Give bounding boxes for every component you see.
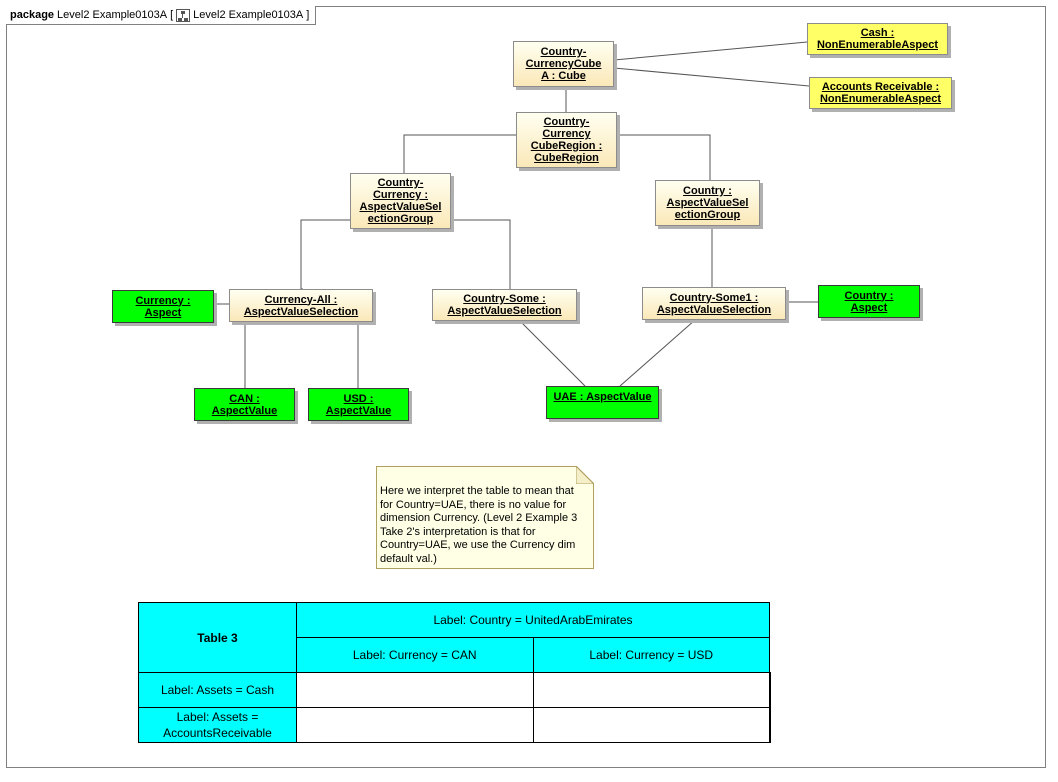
node-label: CurrencyCube: [525, 58, 602, 70]
node-label: Accounts Receivable :: [821, 81, 940, 93]
node-label: NonEnumerableAspect: [819, 93, 942, 105]
node-label: AspectValue: [325, 404, 392, 417]
node-label: NonEnumerableAspect: [816, 39, 939, 51]
node-label: CubeRegion: [534, 152, 599, 164]
node-label: AspectValueSelection: [656, 303, 772, 316]
table-cell: [769, 672, 771, 708]
node-label: Aspect: [144, 306, 182, 319]
table-3: Table 3 Label: Country = UnitedArabEmira…: [138, 602, 771, 743]
node-label: Currency :: [135, 294, 191, 307]
link-csome1-uae: [619, 319, 696, 387]
node-label: ectionGroup: [367, 213, 434, 225]
note-corner-fold: [576, 466, 594, 484]
link-cube-ar: [613, 67, 810, 87]
bracket-close: ]: [306, 9, 310, 21]
node-country-some1-selection[interactable]: Country-Some1 :AspectValueSelection: [642, 287, 786, 320]
link-csome-uae: [519, 320, 586, 387]
node-label: AspectValueSel: [666, 197, 749, 209]
link-ccgroup-csome: [451, 219, 511, 289]
node-label: Country-: [377, 177, 424, 189]
node-label: Currency-All :: [264, 293, 338, 306]
link-cube-cash: [613, 41, 808, 61]
node-label: CubeRegion :: [530, 140, 603, 152]
package-keyword: package: [10, 9, 55, 21]
node-label: Cash :: [860, 27, 895, 39]
node-currency-all-selection[interactable]: Currency-All :AspectValueSelection: [229, 289, 373, 322]
bracket-open: [: [170, 9, 174, 21]
link-ccgroup-curall: [300, 219, 351, 290]
header-currency-can: Label: Currency = CAN: [296, 637, 534, 673]
table-cell: [532, 707, 770, 743]
node-label: Country :: [683, 185, 732, 197]
node-country-aspect[interactable]: Country :Aspect: [818, 285, 920, 318]
node-label: AspectValueSelection: [243, 305, 359, 318]
node-label: UAE : AspectValue: [553, 391, 652, 403]
node-label: Currency: [542, 128, 591, 140]
diagram-name: Level2 Example0103A: [193, 9, 304, 21]
table-cell: [296, 707, 534, 743]
header-country: Label: Country = UnitedArabEmirates: [296, 602, 770, 638]
node-label: AspectValueSel: [359, 201, 442, 213]
node-label: ectionGroup: [674, 209, 741, 221]
node-label: Currency :: [372, 189, 429, 201]
node-label: Aspect: [850, 301, 888, 314]
node-cash-aspect[interactable]: Cash :NonEnumerableAspect: [807, 23, 948, 55]
node-label: Country-: [540, 46, 587, 58]
table-cell: [296, 672, 534, 708]
node-can-aspect-value[interactable]: CAN :AspectValue: [194, 388, 295, 421]
diagram-frame: [6, 6, 1046, 768]
node-country-some-selection[interactable]: Country-Some :AspectValueSelection: [432, 289, 577, 321]
frame-header: package Level2 Example0103A [ Level2 Exa…: [6, 6, 317, 25]
class-diagram-icon: [176, 8, 191, 22]
table-title: Table 3: [138, 602, 297, 673]
node-label: USD :: [343, 392, 374, 405]
node-label: Country-Some :: [463, 293, 546, 305]
node-usd-aspect-value[interactable]: USD :AspectValue: [308, 388, 409, 421]
table-cell: [769, 707, 771, 743]
node-label: AspectValueSelection: [447, 305, 562, 317]
package-name: Level2 Example0103A: [57, 9, 168, 21]
table-cell: [532, 672, 770, 708]
node-uae-aspect-value[interactable]: UAE : AspectValue: [546, 386, 659, 419]
node-label: AspectValue: [211, 404, 278, 417]
link-region-ccgroup: [403, 134, 516, 174]
link-region-cgroup: [617, 134, 711, 181]
comment-note[interactable]: Here we interpret the table to mean that…: [376, 466, 594, 569]
node-accounts-receivable-aspect[interactable]: Accounts Receivable :NonEnumerableAspect: [809, 77, 952, 109]
node-label: Country-Some1 :: [669, 291, 759, 304]
node-label: CAN :: [229, 392, 260, 405]
row-header-cash: Label: Assets = Cash: [138, 672, 297, 708]
node-label: Country-: [543, 116, 590, 128]
node-label: Country :: [844, 289, 894, 302]
row-header-accounts-receivable: Label: Assets = AccountsReceivable: [138, 707, 297, 743]
node-label: A : Cube: [541, 70, 586, 82]
header-currency-usd: Label: Currency = USD: [532, 637, 770, 673]
node-currency-aspect[interactable]: Currency :Aspect: [112, 290, 214, 323]
